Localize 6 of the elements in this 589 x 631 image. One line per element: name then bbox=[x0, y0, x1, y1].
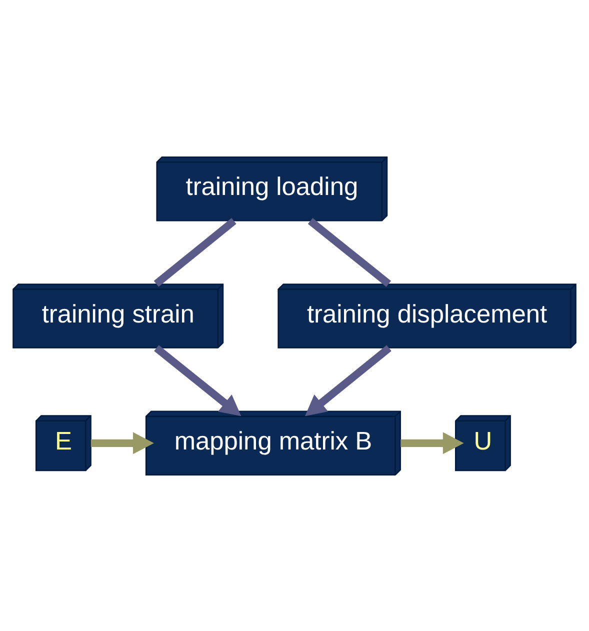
arrow bbox=[304, 344, 392, 416]
arrow bbox=[154, 344, 242, 416]
arrow bbox=[400, 432, 464, 454]
connector bbox=[154, 217, 236, 286]
arrow bbox=[90, 432, 154, 454]
connector bbox=[308, 217, 391, 286]
